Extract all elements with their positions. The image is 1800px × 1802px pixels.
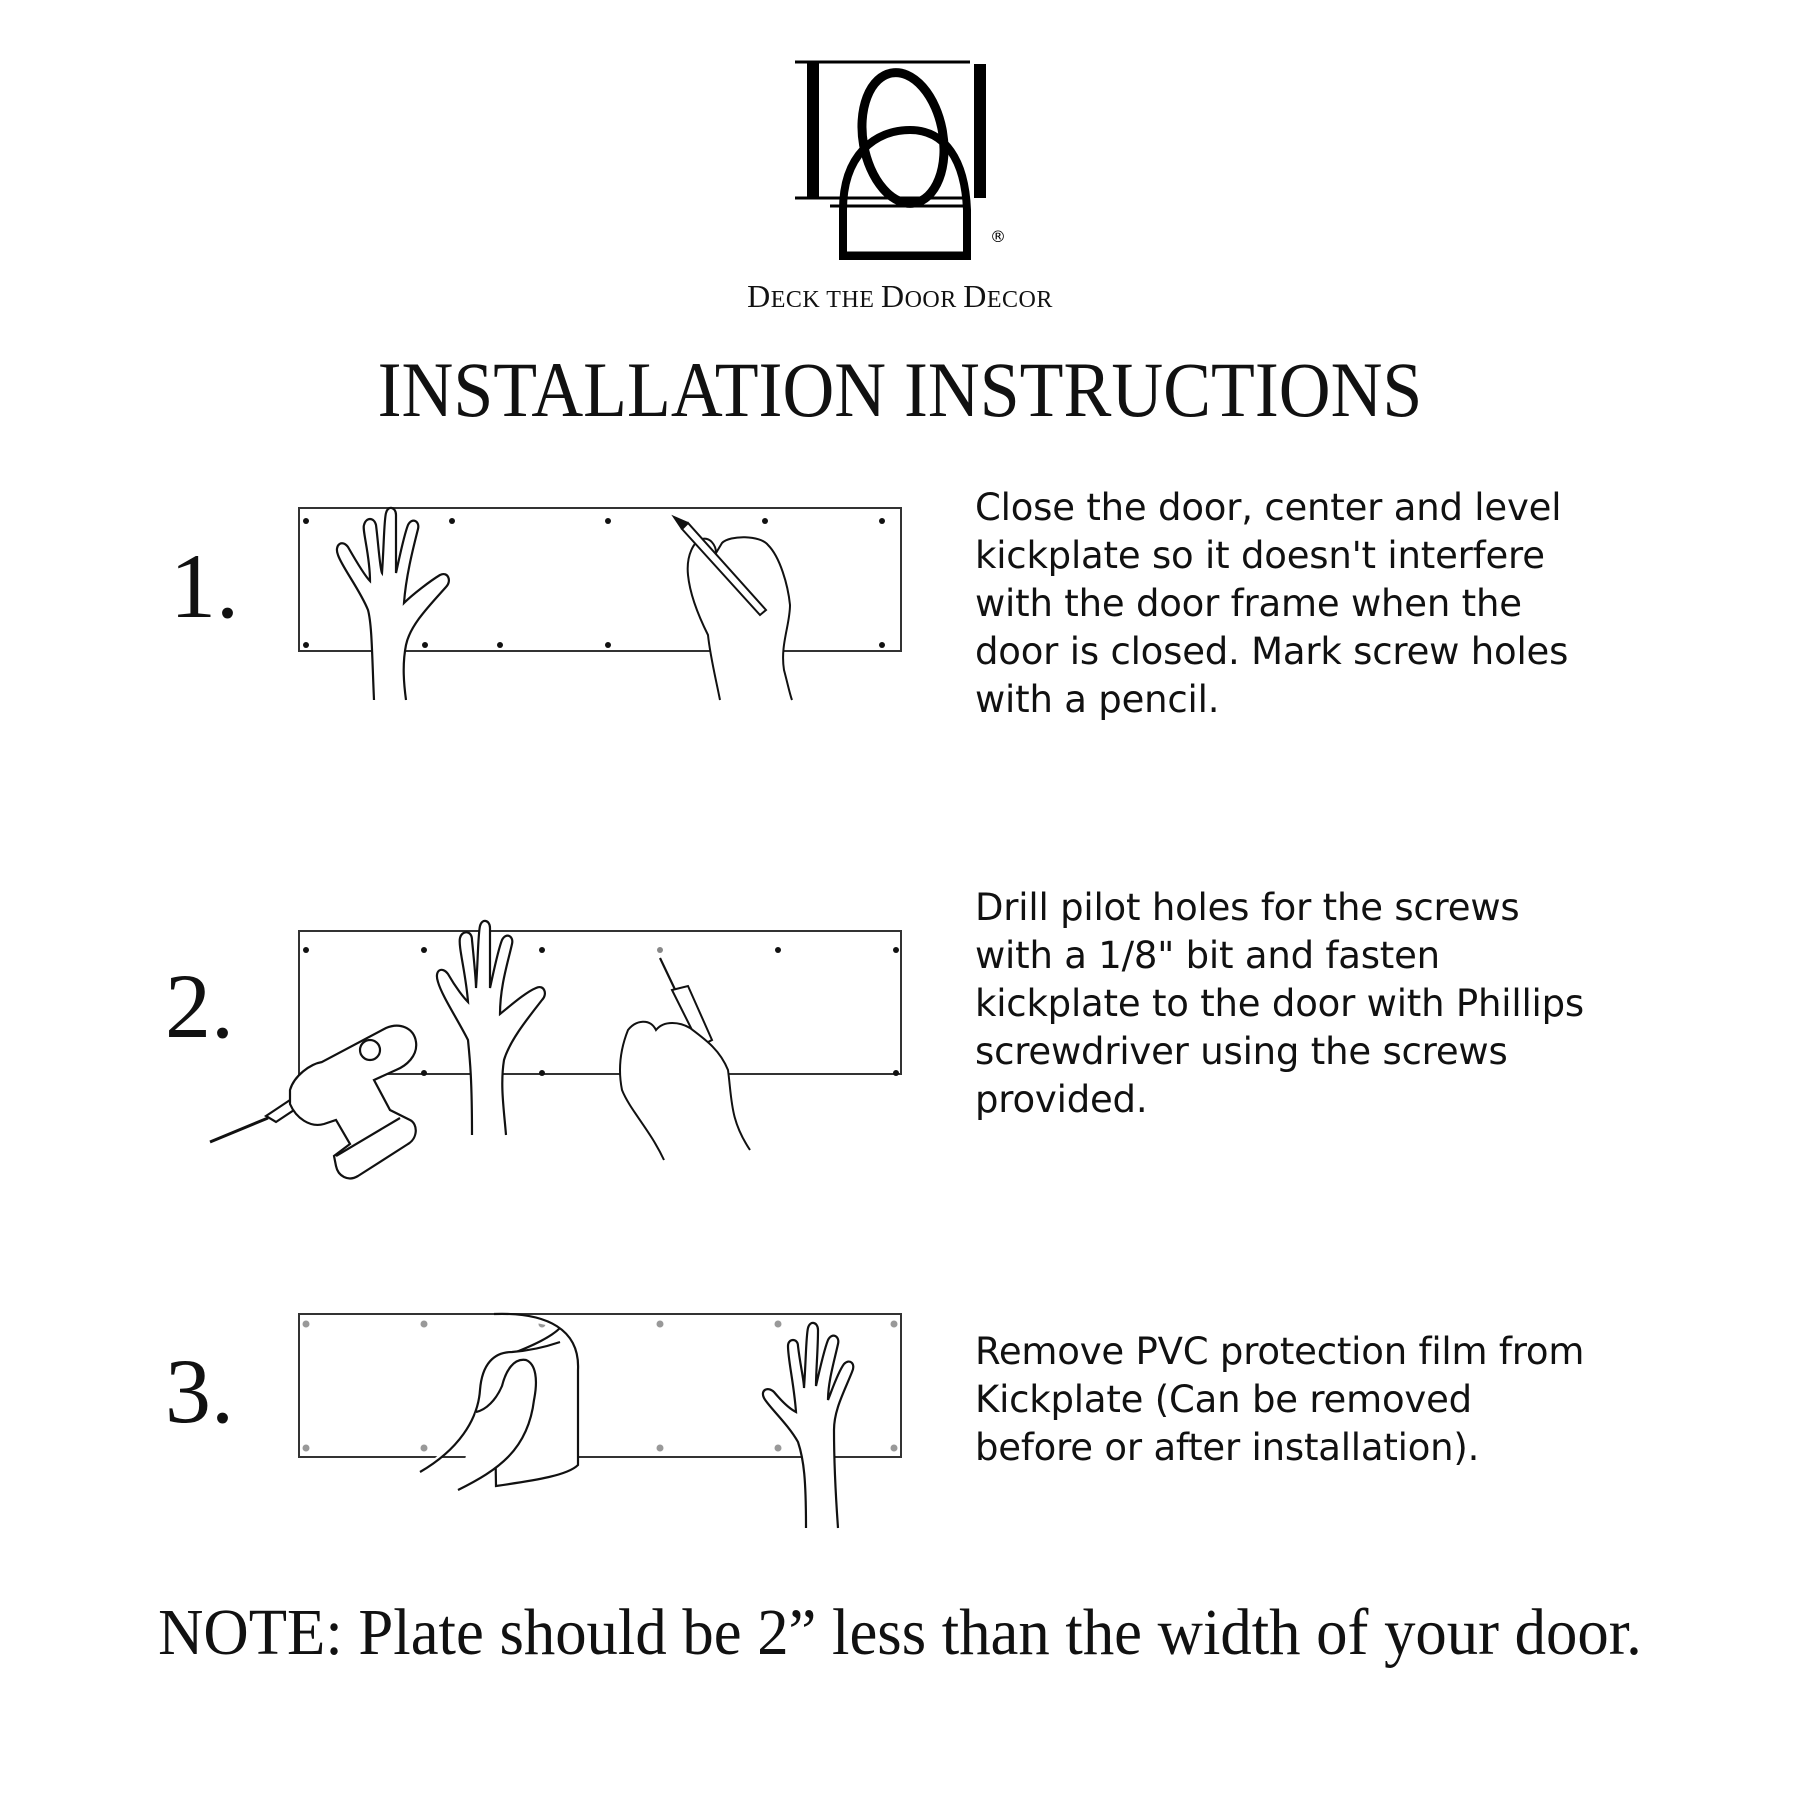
step-2-line: with a 1/8" bit and fasten [975, 934, 1440, 977]
step-2-kickplate [298, 930, 902, 1075]
step-1-text: Close the door, center and level kickpla… [975, 484, 1568, 724]
step-1-number: 1. [170, 535, 239, 637]
brand-name: DECK THE DOOR DECOR [747, 278, 1053, 314]
step-1-line: with a pencil. [975, 678, 1220, 721]
step-2-line: screwdriver using the screws [975, 1030, 1508, 1073]
step-2-line: kickplate to the door with Phillips [975, 982, 1584, 1025]
open-hand-icon [335, 506, 450, 701]
step-1-line: Close the door, center and level [975, 486, 1562, 529]
step-1-line: with the door frame when the [975, 582, 1522, 625]
step-1-line: door is closed. Mark screw holes [975, 630, 1569, 673]
ddd-monogram-icon: ® [795, 60, 1006, 270]
step-2-illustration [209, 919, 899, 1180]
page-title: INSTALLATION INSTRUCTIONS [377, 346, 1423, 433]
width-note: NOTE: Plate should be 2” less than the w… [158, 1596, 1642, 1669]
open-hand-icon [761, 1321, 855, 1529]
step-1-illustration [303, 506, 885, 701]
step-3-text: Remove PVC protection film from Kickplat… [975, 1328, 1584, 1472]
registered-mark: ® [990, 227, 1006, 246]
step-3-line: Kickplate (Can be removed [975, 1378, 1472, 1421]
step-1-line: kickplate so it doesn't interfere [975, 534, 1545, 577]
hand-holding-pencil-icon [671, 514, 793, 701]
hand-holding-screwdriver-icon [619, 957, 751, 1161]
brand-logo: ® [795, 60, 1015, 270]
hand-peeling-film-icon [419, 1340, 561, 1491]
step-3-line: before or after installation). [975, 1426, 1480, 1469]
power-drill-icon [209, 1024, 418, 1180]
open-hand-icon [435, 919, 546, 1136]
step-2-text: Drill pilot holes for the screws with a … [975, 884, 1584, 1124]
step-2-line: Drill pilot holes for the screws [975, 886, 1520, 929]
step-3-number: 3. [165, 1340, 234, 1442]
step-3-line: Remove PVC protection film from [975, 1330, 1585, 1373]
step-2-number: 2. [165, 955, 234, 1057]
step-2-line: provided. [975, 1078, 1148, 1121]
step-3-illustration [302, 1312, 898, 1529]
